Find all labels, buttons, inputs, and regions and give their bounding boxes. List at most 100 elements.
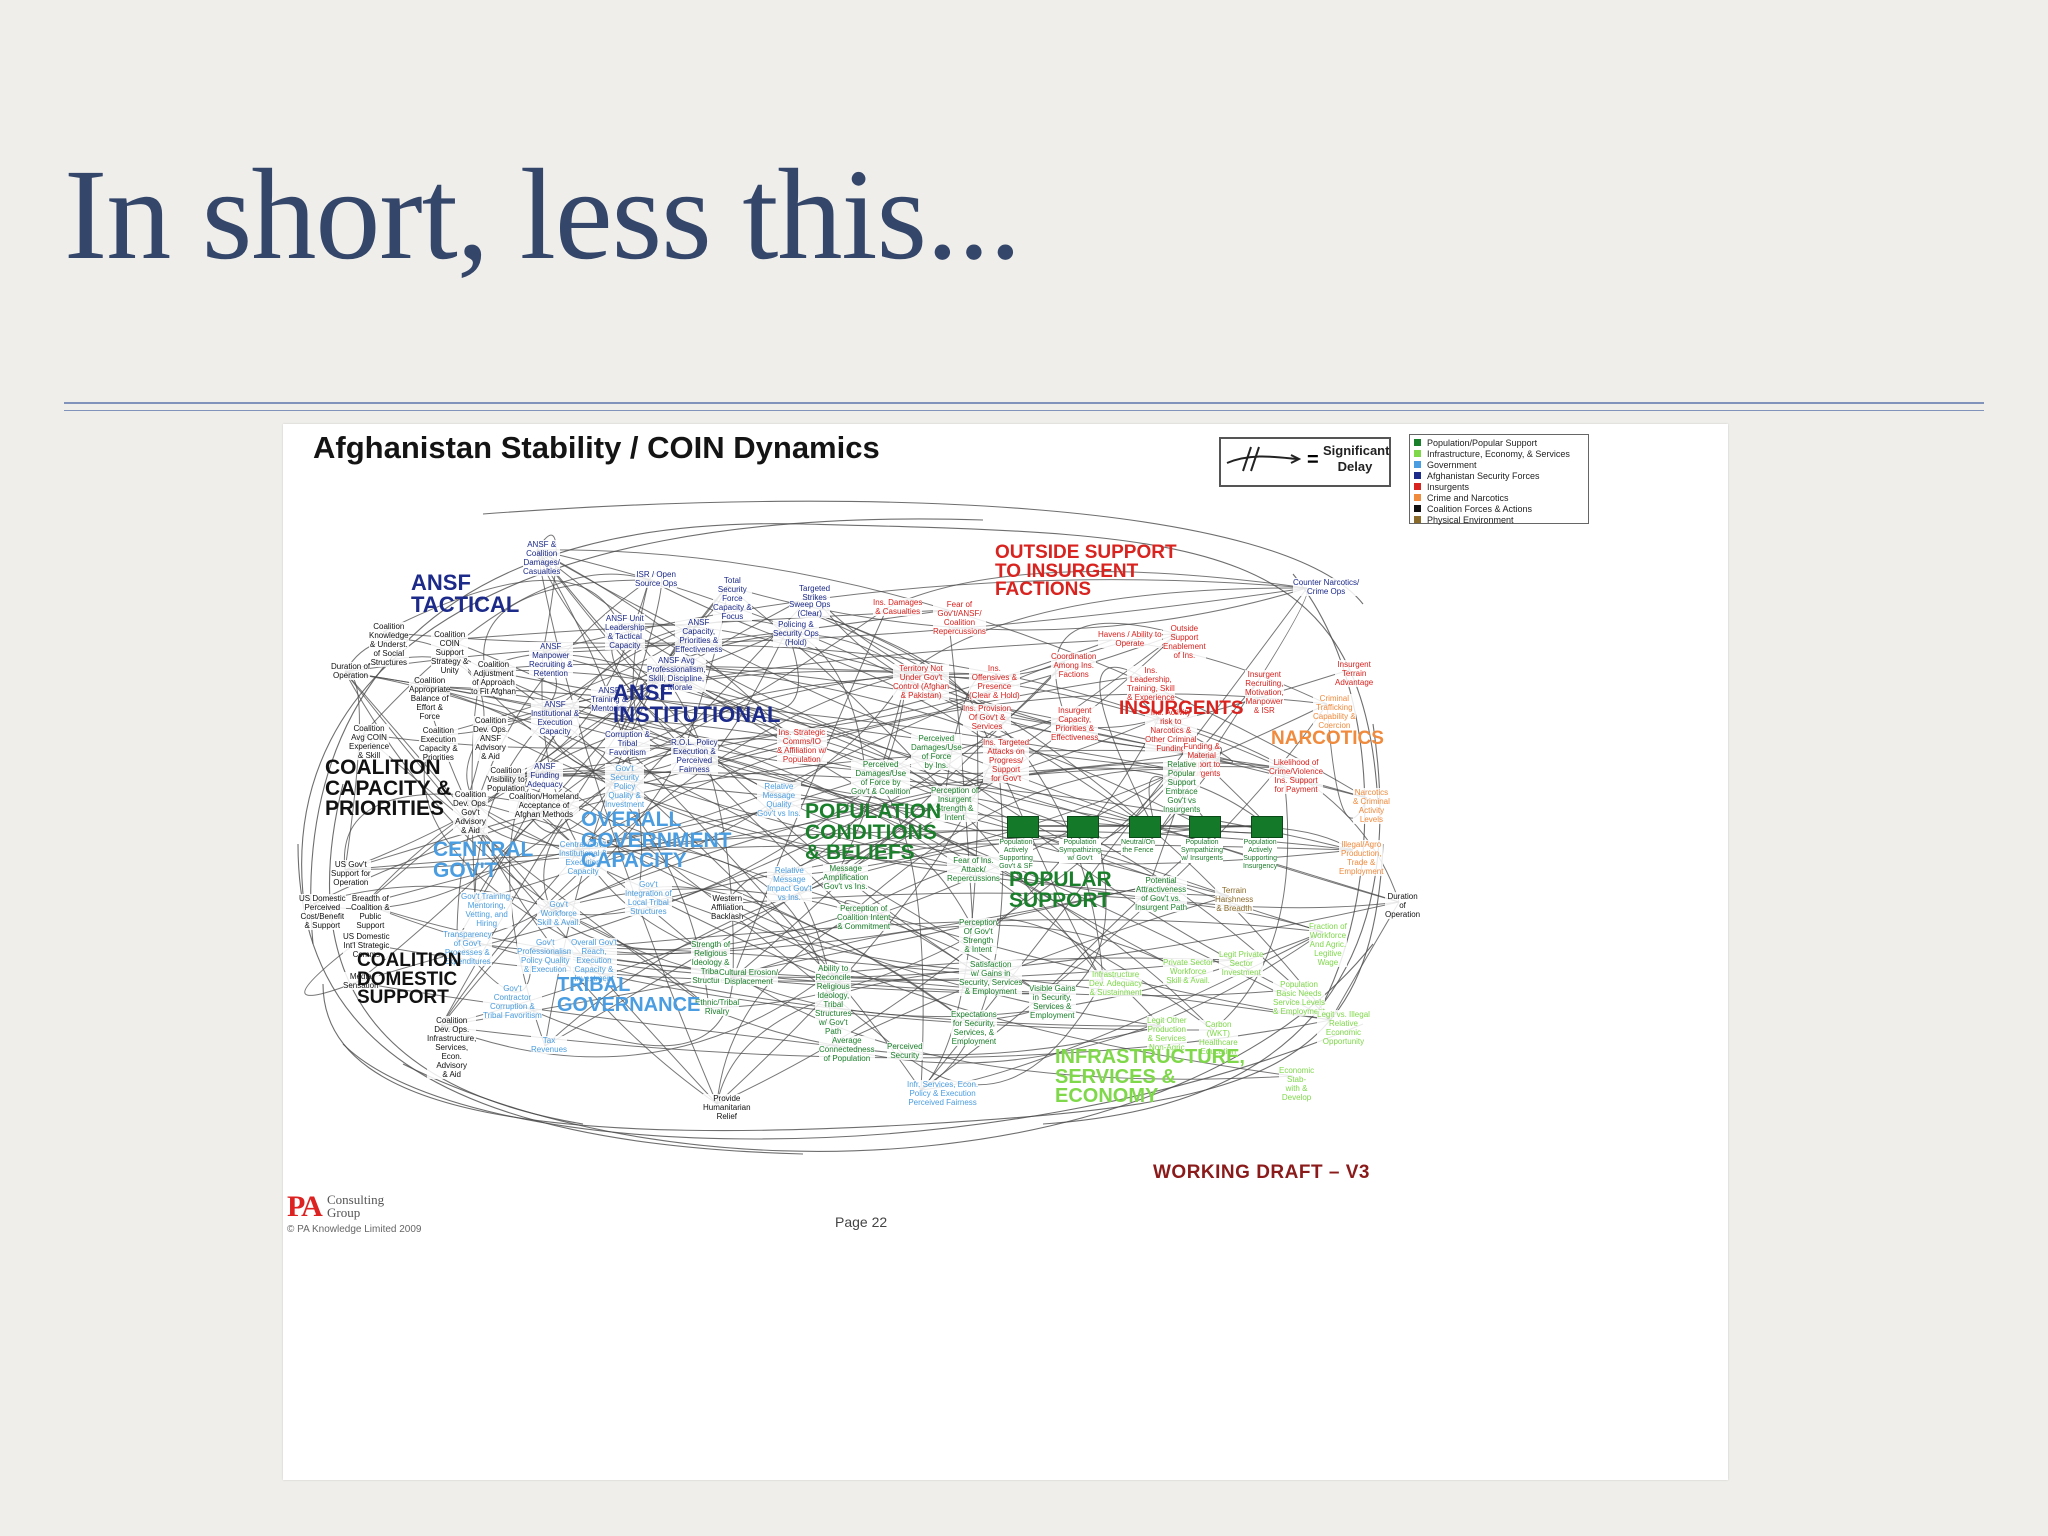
connection-link (732, 607, 888, 979)
connection-link (344, 717, 1160, 871)
connection-link (440, 673, 908, 1027)
connection-link (304, 941, 358, 996)
connection-link (708, 769, 1178, 1009)
diagram-node: Ins. Damages& Casualties (873, 598, 923, 616)
diagram-node: Fear of Ins.Attack/Repercussions (947, 856, 1000, 883)
connection-link (1096, 679, 1260, 839)
outer-loop-link (342, 1023, 1364, 1140)
connection-link (422, 685, 1178, 771)
diagram-node: Ins.Offensives &Presence(Clear & Hold) (969, 664, 1020, 700)
connection-link (542, 579, 1308, 653)
support-stage-box (1251, 816, 1283, 838)
support-stage-box (1129, 816, 1161, 838)
legend-swatch (1414, 450, 1421, 457)
connection-link (536, 549, 1158, 835)
legend-item: Physical Environment (1414, 514, 1584, 525)
connection-link (312, 885, 710, 1009)
legend-item: Coalition Forces & Actions (1414, 503, 1584, 514)
delay-legend: = Significant Delay (1219, 437, 1391, 487)
legend-label: Population/Popular Support (1427, 437, 1538, 448)
connection-link (704, 949, 1294, 1080)
connection-link (660, 665, 1178, 969)
title-divider-thin (64, 410, 1984, 411)
legend-swatch (1414, 461, 1421, 468)
legend-swatch (1414, 439, 1421, 446)
connection-link (716, 865, 962, 1105)
connection-link (484, 669, 1178, 771)
delay-arrow-icon (1226, 446, 1301, 472)
copyright: © PA Knowledge Limited 2009 (287, 1224, 422, 1235)
connection-link (486, 725, 1230, 897)
connection-link (483, 579, 650, 671)
legend-label: Physical Environment (1427, 514, 1514, 525)
connection-link (364, 903, 1044, 995)
slide-title: In short, less this... (64, 143, 1022, 287)
legend-swatch (1414, 505, 1421, 512)
diagram-node: Ins.Leadership,Training, Skill& Experien… (1127, 666, 1175, 702)
legend-item: Afghanistan Security Forces (1414, 470, 1584, 481)
coin-dynamics-diagram: Afghanistan Stability / COIN Dynamics = … (283, 424, 1728, 1480)
connection-link (802, 609, 1332, 1021)
legend-swatch (1414, 472, 1421, 479)
connection-link (836, 844, 974, 929)
legend-label: Afghanistan Security Forces (1427, 470, 1540, 481)
connection-link (536, 549, 718, 1105)
connection-link (440, 973, 830, 1058)
legend-label: Insurgents (1427, 481, 1470, 492)
connection-link (584, 919, 1324, 949)
